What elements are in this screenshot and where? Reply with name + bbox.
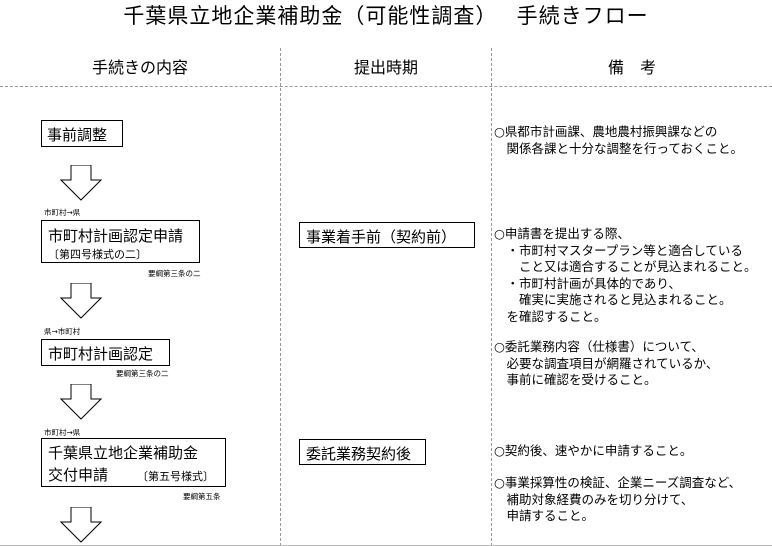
step-label: 市町村計画認定 xyxy=(48,345,154,363)
timing-label: 委託業務契約後 xyxy=(306,445,412,463)
step-box-municipal-plan-approval: 市町村計画認定 xyxy=(41,339,170,366)
timing-label: 事業着手前（契約前） xyxy=(306,228,457,246)
flow-direction: 県→市町村 xyxy=(44,327,81,336)
down-arrow-icon xyxy=(60,165,102,201)
step-label-line1: 千葉県立地企業補助金 xyxy=(48,444,199,462)
column-header-procedure: 手続きの内容 xyxy=(91,58,188,77)
regulation-reference: 要綱第三条の二 xyxy=(148,269,201,278)
step-label-line2: 交付申請 xyxy=(48,466,109,484)
remark-note: ○委託業務内容（仕様書）について、 必要な調査項目が網羅されているか、 事前に確… xyxy=(494,339,719,387)
regulation-reference: 要綱第五条 xyxy=(183,492,221,501)
column-divider xyxy=(491,48,492,546)
flow-direction: 市町村→県 xyxy=(44,208,81,217)
down-arrow-icon xyxy=(60,507,102,545)
page-title: 千葉県立地企業補助金（可能性調査） 手続きフロー xyxy=(123,4,649,28)
column-header-timing: 提出時期 xyxy=(353,58,418,77)
step-box-subsidy-application: 千葉県立地企業補助金 交付申請 〔第五号様式〕 xyxy=(41,438,226,487)
down-arrow-icon xyxy=(60,283,102,319)
remark-note: ○県都市計画課、農地農村振興課などの 関係各課と十分な調整を行っておくこと。 xyxy=(494,124,744,156)
remark-note: ○事業採算性の検証、企業ニーズ調査など、 補助対象経費のみを切り分けて、 申請す… xyxy=(494,475,742,523)
remark-note: ○申請書を提出する際、 ・市町村マスタープラン等と適合している こと又は適合する… xyxy=(494,226,757,324)
timing-box-before-start: 事業着手前（契約前） xyxy=(299,222,475,248)
timing-box-after-contract: 委託業務契約後 xyxy=(299,439,426,465)
form-number: 〔第五号様式〕 xyxy=(137,470,214,483)
step-box-municipal-plan-application: 市町村計画認定申請 〔第四号様式の二〕 xyxy=(41,220,200,263)
remark-note: ○契約後、速やかに申請すること。 xyxy=(494,443,693,458)
step-box-prior-coordination: 事前調整 xyxy=(41,120,123,147)
step-label: 事前調整 xyxy=(47,126,108,144)
header-divider xyxy=(0,86,772,87)
column-divider xyxy=(280,48,281,546)
step-label: 市町村計画認定申請 xyxy=(48,227,184,245)
form-number: 〔第四号様式の二〕 xyxy=(48,248,147,261)
flow-direction: 市町村→県 xyxy=(44,428,81,437)
regulation-reference: 要綱第三条の二 xyxy=(116,369,169,378)
down-arrow-icon xyxy=(60,384,102,420)
column-header-remarks: 備 考 xyxy=(607,58,656,77)
